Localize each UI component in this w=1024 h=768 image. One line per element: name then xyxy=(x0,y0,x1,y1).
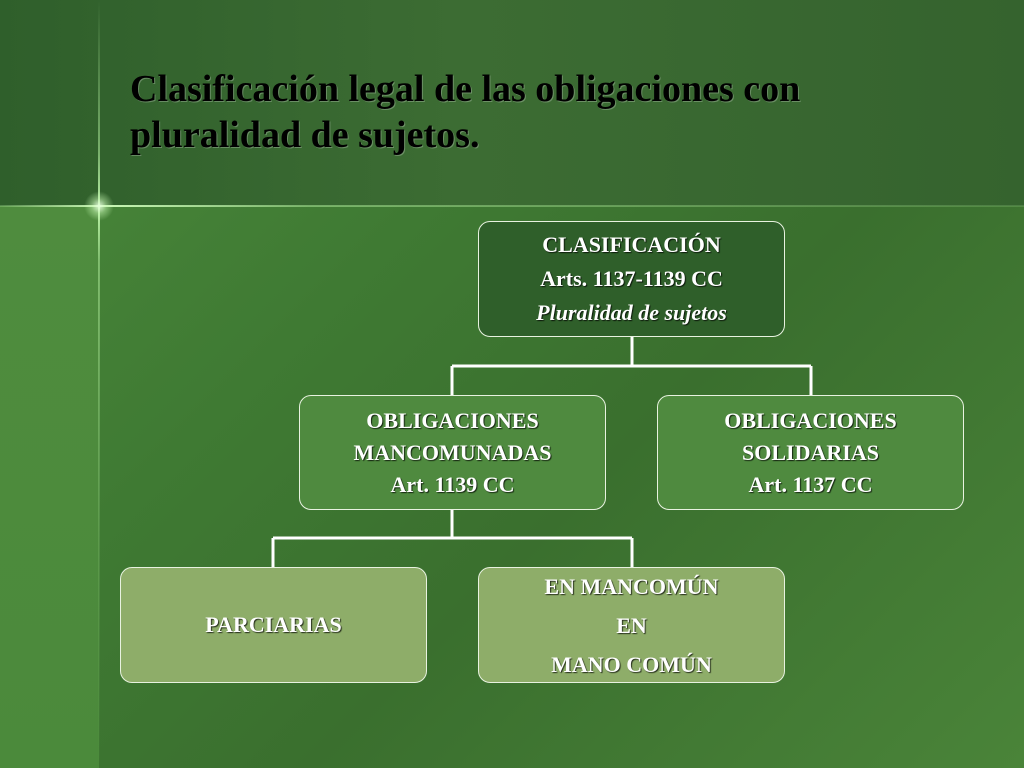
left-strip xyxy=(0,206,99,768)
decorative-glow xyxy=(84,191,114,221)
node-parciarias: PARCIARIAS xyxy=(120,567,427,683)
node-mancomunadas-line-1: OBLIGACIONES xyxy=(366,407,539,433)
node-en-mancomun-line-1: EN MANCOMÚN xyxy=(544,573,719,599)
node-solidarias-line-1: OBLIGACIONES xyxy=(724,407,897,433)
node-clasificacion-subtitle: Pluralidad de sujetos xyxy=(536,300,727,325)
node-obligaciones-mancomunadas: OBLIGACIONES MANCOMUNADAS Art. 1139 CC xyxy=(299,395,606,510)
node-en-mancomun: EN MANCOMÚN EN MANO COMÚN xyxy=(478,567,785,683)
decorative-horizontal-line xyxy=(0,205,1024,207)
slide-title-line-1: Clasificación legal de las obligaciones … xyxy=(130,68,801,110)
node-en-mancomun-line-2: EN xyxy=(616,612,647,638)
node-solidarias-article: Art. 1137 CC xyxy=(748,471,873,497)
node-en-mancomun-line-3: MANO COMÚN xyxy=(551,651,712,677)
slide-title-line-2: pluralidad de sujetos. xyxy=(130,114,480,156)
node-parciarias-label: PARCIARIAS xyxy=(205,612,342,637)
decorative-vertical-line xyxy=(98,0,100,768)
node-solidarias-line-2: SOLIDARIAS xyxy=(742,439,879,465)
node-clasificacion-heading: CLASIFICACIÓN xyxy=(542,232,721,257)
node-obligaciones-solidarias: OBLIGACIONES SOLIDARIAS Art. 1137 CC xyxy=(657,395,964,510)
slide-title: Clasificación legal de las obligaciones … xyxy=(130,66,990,158)
node-clasificacion-articles: Arts. 1137-1139 CC xyxy=(540,266,723,291)
node-mancomunadas-article: Art. 1139 CC xyxy=(390,471,515,497)
node-mancomunadas-line-2: MANCOMUNADAS xyxy=(353,439,552,465)
node-clasificacion: CLASIFICACIÓN Arts. 1137-1139 CC Plurali… xyxy=(478,221,785,337)
title-band xyxy=(0,0,1024,206)
